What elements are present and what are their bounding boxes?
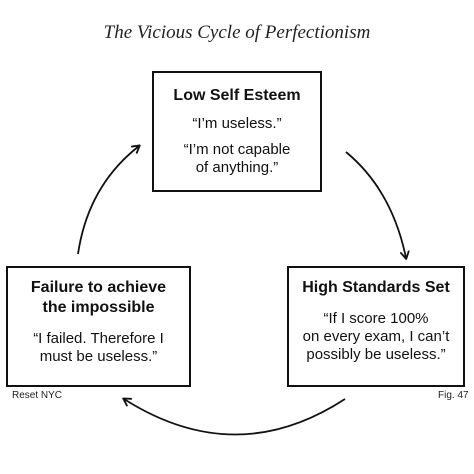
- node-title: Low Self Esteem: [173, 87, 301, 104]
- node-title: High Standards Set: [302, 279, 450, 296]
- node-quote: “I’m useless.”: [192, 115, 282, 132]
- node-low-self-esteem: Low Self Esteem “I’m useless.” “I’m not …: [152, 71, 322, 192]
- arrow-left-to-top: [77, 144, 141, 255]
- figure-number: Fig. 47: [438, 390, 469, 401]
- credit-label: Reset NYC: [12, 390, 63, 401]
- arrow-right-to-left: [122, 397, 346, 436]
- node-high-standards-set: High Standards Set “If I score 100%on ev…: [287, 266, 465, 387]
- arrow-top-to-right: [345, 151, 410, 260]
- diagram-title: The Vicious Cycle of Perfectionism: [103, 22, 371, 43]
